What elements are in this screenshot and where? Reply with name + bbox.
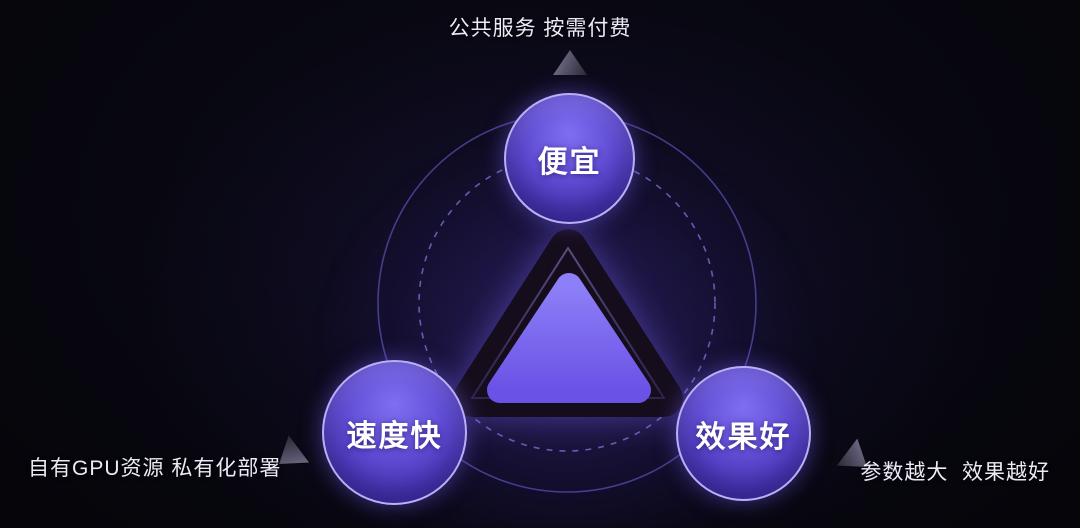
node-cheap-label: 便宜 (537, 145, 602, 179)
annotation-own-gpu: 自有GPU资源 私有化部署 (28, 457, 282, 480)
node-cheap: 便宜 (504, 93, 635, 224)
node-effective-label: 效果好 (695, 420, 792, 454)
node-fast: 速度快 (322, 360, 467, 505)
annotation-public-service: 公共服务 按需付费 (448, 17, 632, 40)
node-effective: 效果好 (676, 366, 811, 501)
triangle-inner-body (487, 273, 651, 403)
annotation-parameters: 参数越大 效果越好 (860, 461, 1050, 484)
dashed-ring (418, 154, 716, 452)
node-fast-label: 速度快 (346, 419, 443, 453)
